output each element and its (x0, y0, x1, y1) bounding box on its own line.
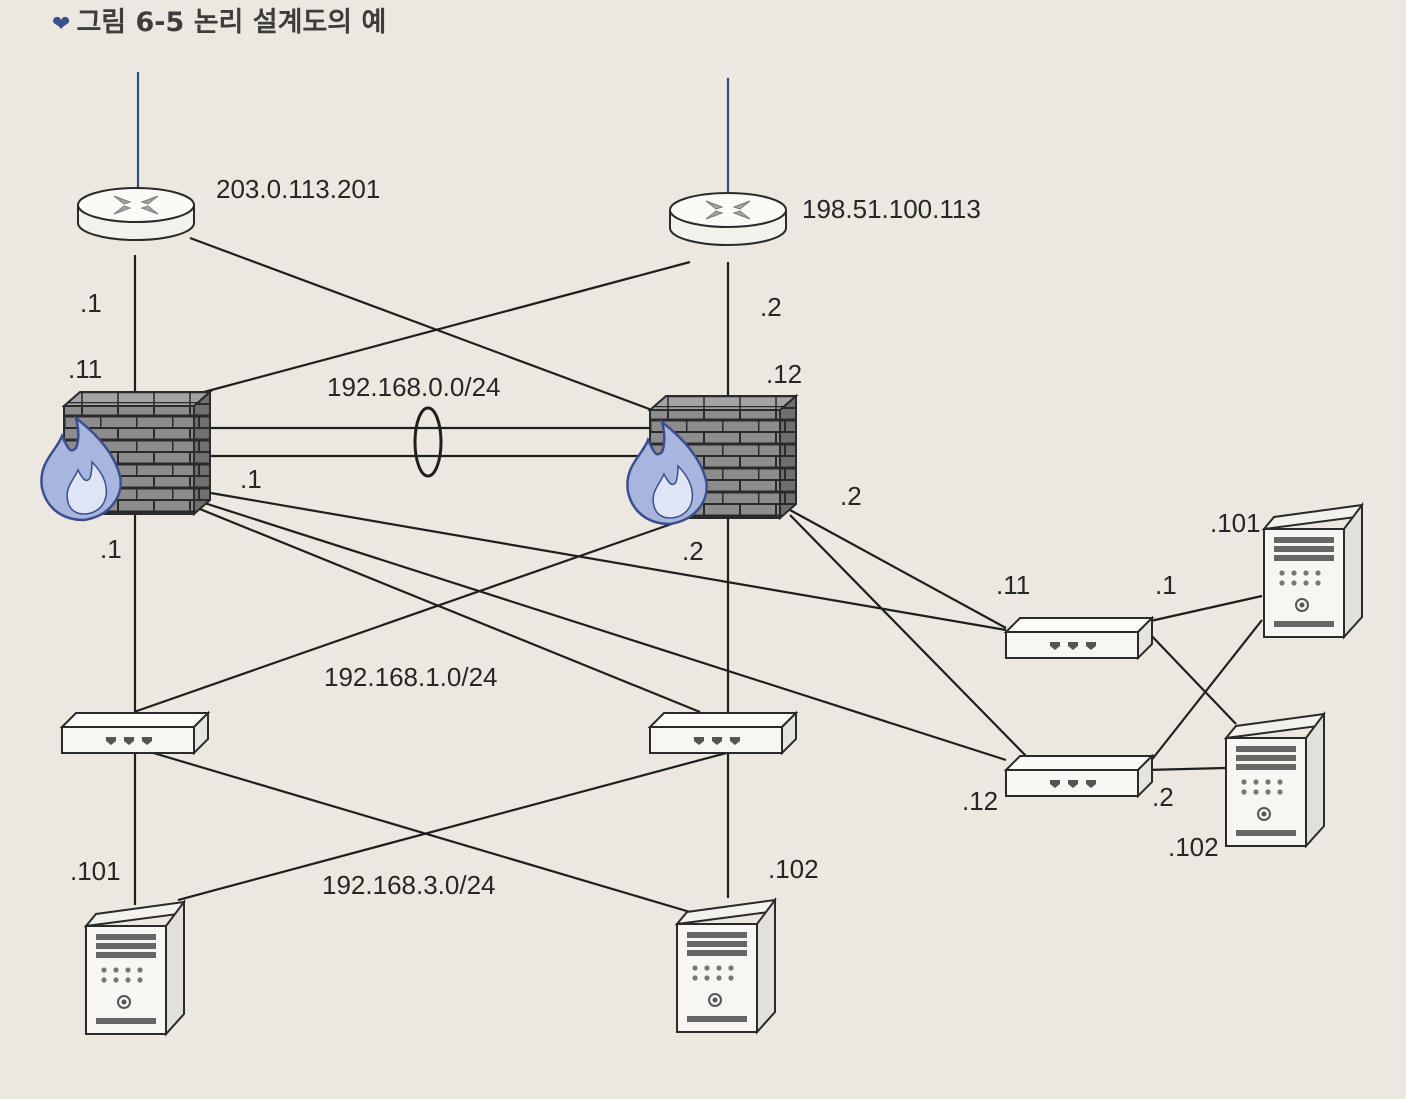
server-left-bottom-address: .101 (70, 856, 121, 886)
link-router-right-firewall-left (203, 260, 691, 394)
link-switch-rt-server-rb (1145, 629, 1237, 725)
firewall-left-addr-bottom: .1 (100, 534, 122, 564)
heart-icon: ❤ (52, 12, 71, 37)
firewall-right-icon (626, 394, 798, 526)
figure-caption: ❤그림 6-5 논리 설계도의 예 (52, 0, 386, 39)
firewall-left-icon (40, 390, 212, 522)
link-switch-mid-server-left (177, 750, 731, 902)
firewall-left-addr-top: .11 (68, 354, 102, 384)
switch-right-top-icon (1005, 617, 1153, 659)
subnet-3-label: 192.168.3.0/24 (322, 870, 496, 900)
link-firewall-left-switch-rb (194, 498, 1007, 762)
switch-right-top-addr-left: .11 (996, 570, 1030, 600)
link-switch-rb-server-rt (1149, 619, 1263, 763)
server-right-top-address: .101 (1210, 508, 1261, 538)
link-firewall-left-switch-mid (189, 503, 701, 714)
firewall-right-addr-right: .2 (840, 481, 862, 511)
firewall-right-addr-top: .12 (766, 359, 802, 389)
subnet-1-label: 192.168.1.0/24 (324, 662, 498, 692)
link-switch-rt-server-rt (1145, 594, 1263, 624)
switch-right-bottom-icon (1005, 755, 1153, 797)
switch-right-bottom-addr-right: .2 (1152, 782, 1174, 812)
subnet-0-label: 192.168.0.0/24 (327, 372, 501, 402)
link-firewall-right-switch-rb (789, 514, 1027, 757)
link-firewall-right-switch-rt (789, 509, 1007, 629)
router-right-address: 198.51.100.113 (802, 194, 981, 224)
link-firewall-right-switch-left (133, 512, 701, 714)
server-right-bottom-address: .102 (1168, 832, 1219, 862)
router-right-icon (669, 192, 787, 246)
server-left-bottom-icon (85, 901, 185, 1035)
link-switch-rb-server-rb (1145, 766, 1226, 772)
server-right-top-icon (1263, 504, 1363, 638)
firewall-right-addr-bottom: .2 (682, 536, 704, 566)
server-mid-bottom-icon (676, 899, 776, 1033)
router-left-icon (77, 187, 195, 241)
router-right-iface: .2 (760, 292, 782, 322)
firewall-left-addr-right: .1 (240, 464, 262, 494)
figure-title: 그림 6-5 논리 설계도의 예 (76, 7, 387, 38)
server-right-bottom-icon (1225, 713, 1325, 847)
server-mid-bottom-address: .102 (768, 854, 819, 884)
switch-mid-icon (649, 712, 797, 754)
link-aggregation-ring (413, 406, 443, 478)
switch-right-top-addr-right: .1 (1155, 570, 1177, 600)
link-switch-left-server-mid (149, 750, 691, 914)
switch-right-bottom-addr-left: .12 (962, 786, 998, 816)
link-router-left-firewall-right (189, 236, 653, 412)
router-left-address: 203.0.113.201 (216, 174, 380, 204)
router-left-iface: .1 (80, 288, 102, 318)
link-firewall-left-switch-rt (204, 490, 1007, 632)
switch-left-icon (61, 712, 209, 754)
links-layer (133, 72, 1263, 914)
